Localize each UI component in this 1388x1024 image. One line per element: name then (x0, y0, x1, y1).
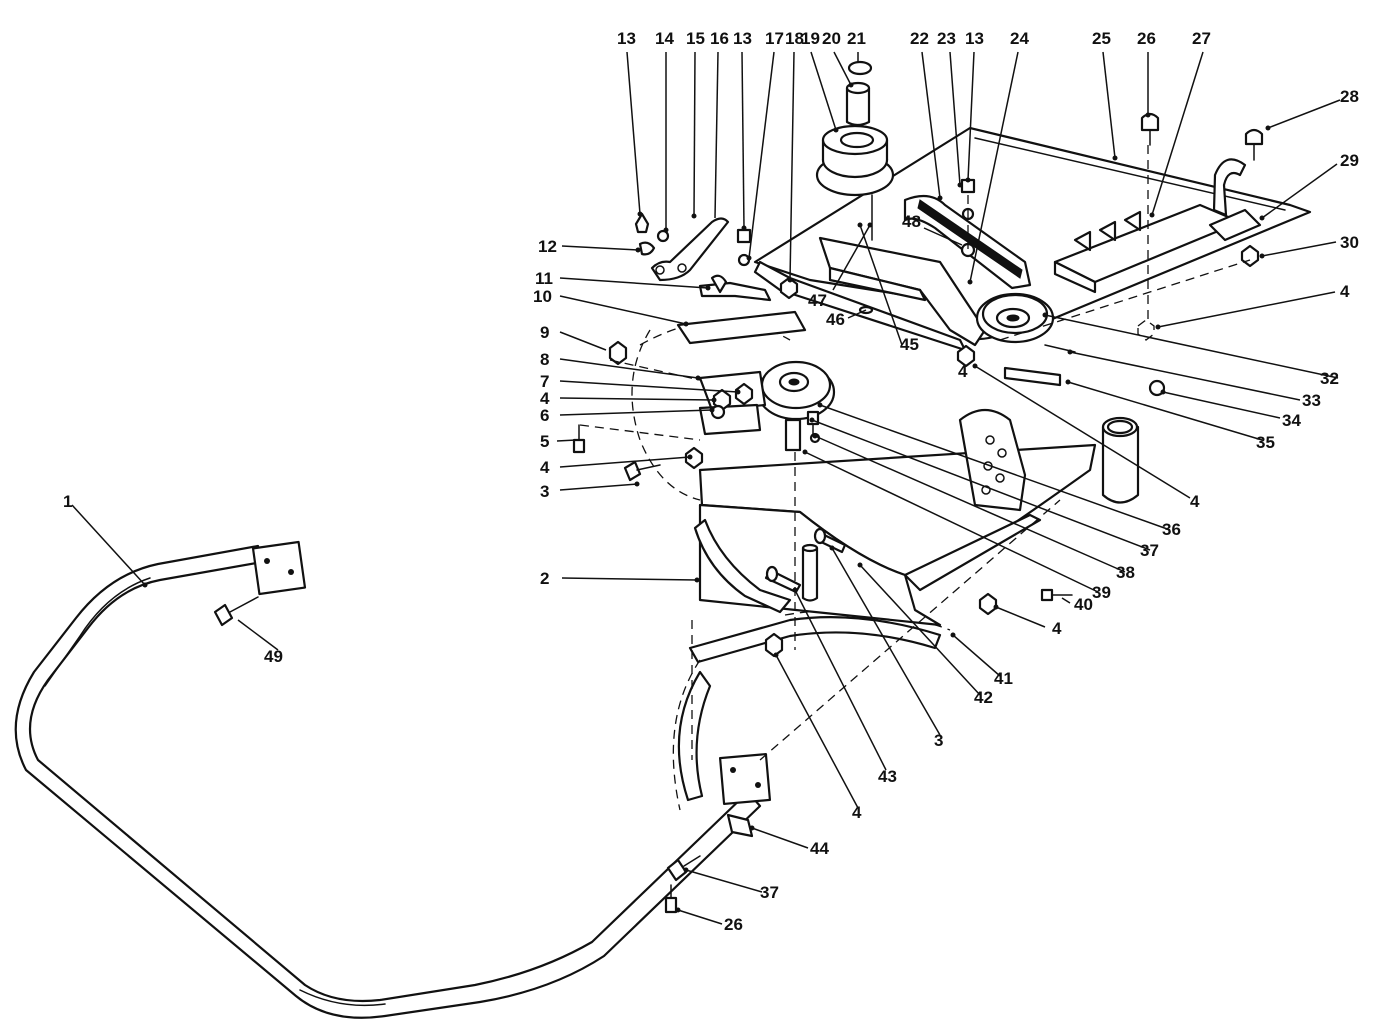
callout-11: 11 (535, 269, 553, 288)
callout-13-a: 13 (617, 29, 636, 48)
callout-4-e: 4 (1052, 619, 1062, 638)
callout-44: 44 (810, 839, 829, 858)
callout-9: 9 (540, 323, 549, 342)
leader-lines (71, 51, 1341, 925)
callout-21: 21 (847, 29, 866, 48)
callout-46: 46 (826, 310, 845, 329)
callout-23: 23 (937, 29, 956, 48)
callout-47: 47 (808, 291, 827, 310)
callout-35: 35 (1256, 433, 1275, 452)
lower-bracket (672, 609, 951, 811)
plate-35 (1003, 344, 1076, 387)
callout-14: 14 (655, 29, 674, 48)
callout-4-g: 4 (958, 362, 968, 381)
callout-8: 8 (540, 350, 549, 369)
callout-20: 20 (822, 29, 841, 48)
callout-30: 30 (1340, 233, 1359, 252)
callout-39: 39 (1092, 583, 1111, 602)
callout-49: 49 (264, 647, 283, 666)
callout-2: 2 (540, 569, 549, 588)
hardware (213, 112, 1264, 914)
callout-42: 42 (974, 688, 993, 707)
callout-28: 28 (1340, 87, 1359, 106)
callout-45: 45 (900, 335, 919, 354)
callout-26-top: 26 (1137, 29, 1156, 48)
callout-labels: 1 2 3 3 4 4 4 4 4 4 4 5 6 7 8 9 10 11 12… (63, 29, 1359, 934)
pins (764, 527, 847, 602)
callout-34: 34 (1282, 411, 1301, 430)
callout-48: 48 (902, 212, 921, 231)
handle-bar (14, 540, 772, 1019)
v-pulley (756, 360, 836, 452)
callout-25: 25 (1092, 29, 1111, 48)
callout-13-c: 13 (965, 29, 984, 48)
callout-37-lower: 37 (760, 883, 779, 902)
callout-26-lower: 26 (724, 915, 743, 934)
callout-4-d: 4 (1190, 492, 1200, 511)
drive-pulley (815, 60, 895, 197)
callout-15: 15 (686, 29, 705, 48)
callout-22: 22 (910, 29, 929, 48)
callout-4-f: 4 (852, 803, 862, 822)
callout-13-b: 13 (733, 29, 752, 48)
callout-4-c: 4 (1340, 282, 1350, 301)
callout-4-a: 4 (540, 458, 550, 477)
callout-3-lower: 3 (934, 731, 943, 750)
callout-40: 40 (1074, 595, 1093, 614)
callout-12: 12 (538, 237, 557, 256)
callout-24: 24 (1010, 29, 1029, 48)
callout-1: 1 (63, 492, 72, 511)
callout-3-left: 3 (540, 482, 549, 501)
callout-19: 19 (801, 29, 820, 48)
main-frame (631, 320, 1097, 627)
callout-5: 5 (540, 432, 549, 451)
callout-36: 36 (1162, 520, 1181, 539)
callout-27: 27 (1192, 29, 1211, 48)
callout-38: 38 (1116, 563, 1135, 582)
callout-29: 29 (1340, 151, 1359, 170)
assembly-lines (579, 145, 1251, 761)
callout-37-a: 37 (1140, 541, 1159, 560)
callout-43: 43 (878, 767, 897, 786)
callout-41: 41 (994, 669, 1013, 688)
callout-33: 33 (1302, 391, 1321, 410)
callout-32: 32 (1320, 369, 1339, 388)
callout-17: 17 (765, 29, 784, 48)
callout-7: 7 (540, 372, 549, 391)
callout-10: 10 (533, 287, 552, 306)
tube (1101, 416, 1140, 504)
callout-6: 6 (540, 406, 549, 425)
callout-16: 16 (710, 29, 729, 48)
callout-18: 18 (785, 29, 804, 48)
idler-arm (818, 236, 987, 347)
callout-4-b: 4 (540, 389, 550, 408)
